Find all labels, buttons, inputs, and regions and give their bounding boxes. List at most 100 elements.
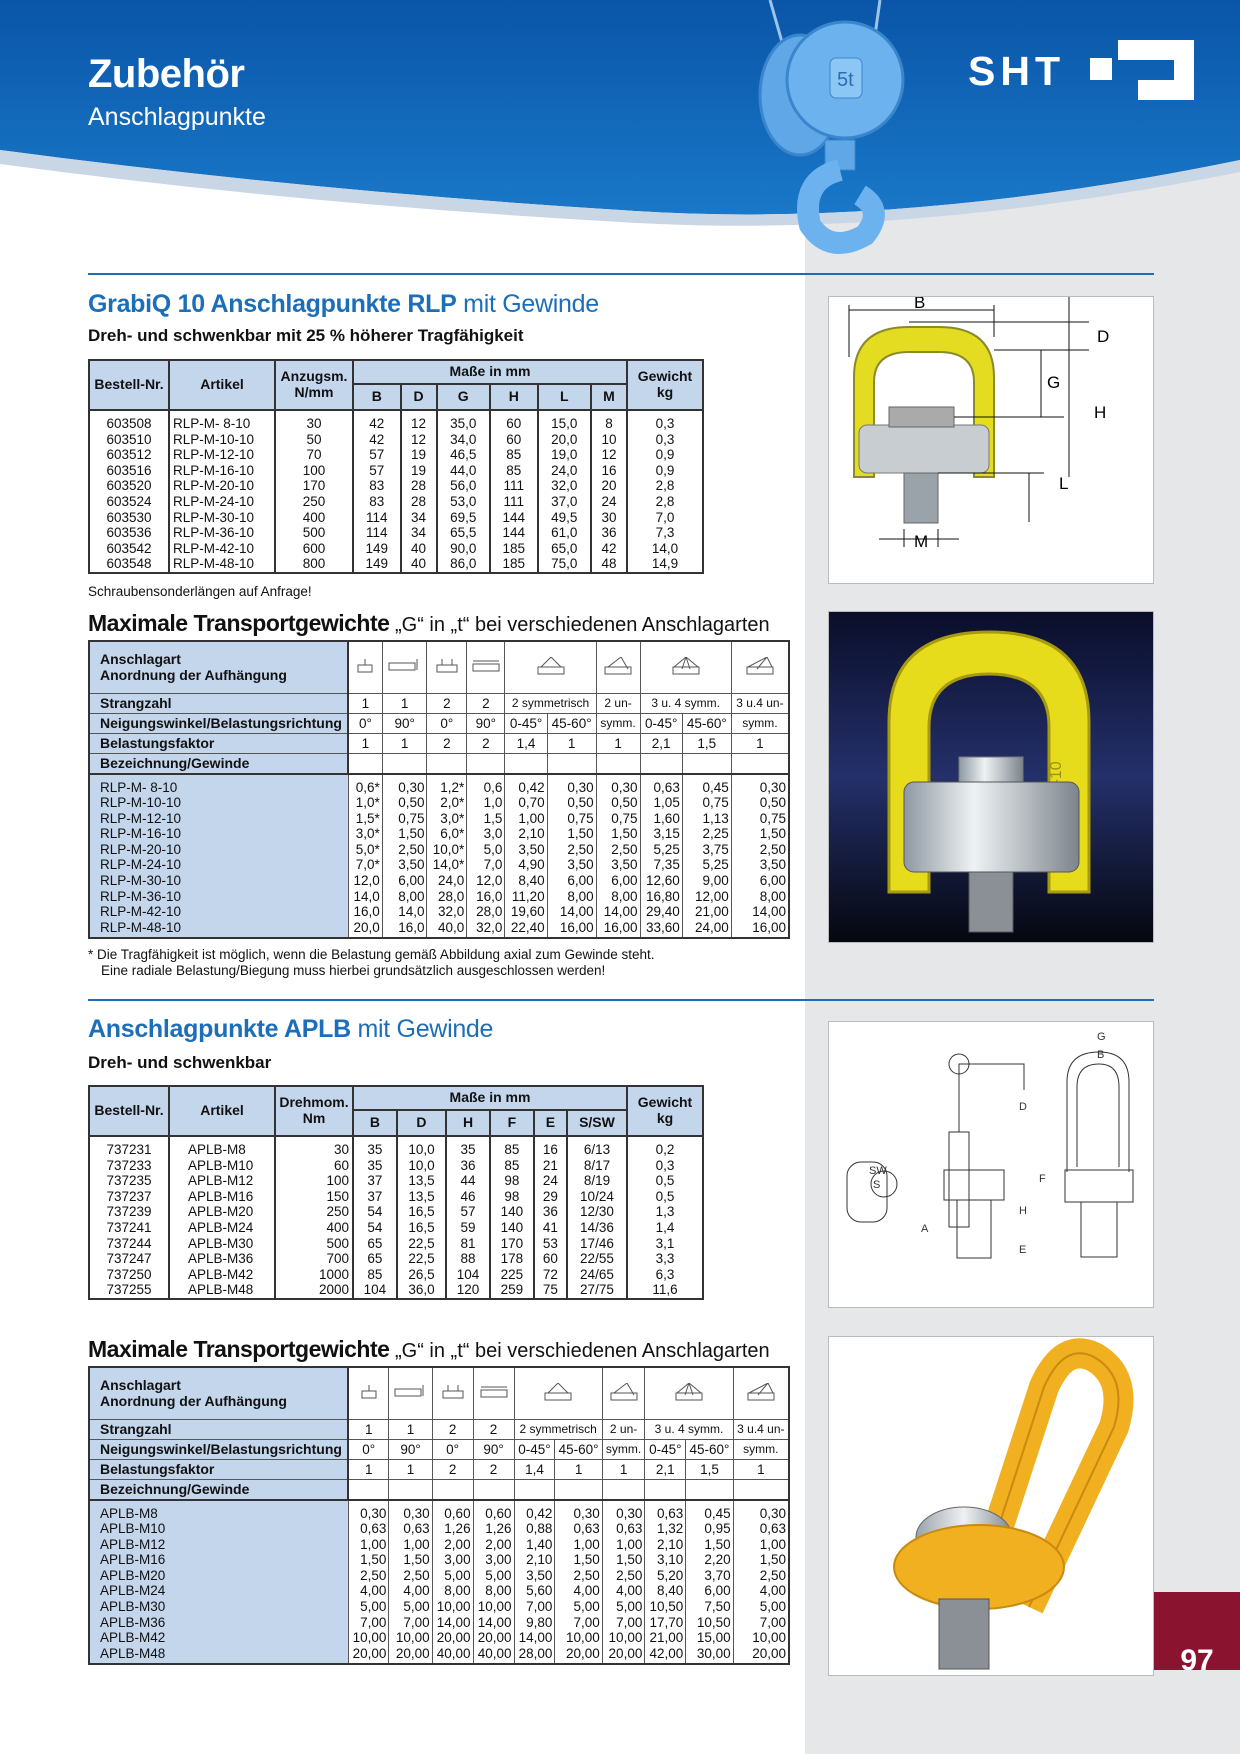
list-value: 1,00	[403, 1536, 430, 1552]
list-value: 54	[367, 1204, 383, 1220]
list-value: 0,50	[611, 795, 638, 811]
svg-text:5t: 5t	[837, 69, 854, 91]
list-value: 3,75	[702, 841, 729, 857]
list-value: APLB-M36	[100, 1614, 166, 1630]
list-value: 0,63	[616, 1521, 643, 1537]
page-title: Zubehör	[88, 52, 245, 96]
svg-text:D: D	[1019, 1101, 1027, 1113]
list-value: 1,50	[403, 1552, 430, 1568]
picto-four-leg-sym-icon	[644, 1366, 734, 1420]
list-value: 14/36	[580, 1219, 614, 1235]
list-value: 0,63	[653, 779, 680, 795]
list-value: 1,50	[616, 1552, 643, 1568]
list-value: 14,0	[398, 904, 425, 920]
list-value: RLP-M- 8-10	[100, 779, 178, 795]
list-value: 500	[302, 525, 326, 541]
list-value: 1,3	[655, 1204, 675, 1220]
list-value: 0,6*	[355, 779, 380, 795]
list-value: 3,50	[759, 857, 786, 873]
list-value: 14,00	[559, 904, 594, 920]
list-value: 0,3	[655, 431, 675, 447]
list-value: 19,60	[510, 904, 545, 920]
list-value: 36	[601, 525, 617, 541]
header-banner: 5t Zubehör Anschlagpunkte SHT	[0, 0, 1240, 254]
list-value: APLB-M30	[188, 1235, 254, 1251]
list-value: 24,00	[694, 919, 729, 935]
list-value: 0,70	[518, 795, 545, 811]
list-value: 104	[456, 1266, 480, 1282]
list-value: 2,0*	[440, 795, 465, 811]
svg-text:A: A	[921, 1223, 929, 1235]
section1-title: GrabiQ 10 Anschlagpunkte RLP mit Gewinde	[88, 290, 599, 318]
list-value: 36	[460, 1157, 476, 1173]
list-value: 6,00	[567, 873, 594, 889]
logo-text: SHT	[968, 48, 1065, 94]
list-value: 170	[302, 478, 326, 494]
list-value: 2,20	[704, 1552, 731, 1568]
list-value: 49,5	[551, 509, 578, 525]
list-value: 10,00	[352, 1630, 387, 1646]
list-value: RLP-M-20-10	[173, 478, 255, 494]
list-value: 1,0	[483, 795, 503, 811]
list-value: 800	[302, 556, 326, 572]
list-value: 1,2*	[440, 779, 465, 795]
list-value: 35	[460, 1142, 476, 1157]
list-value: 40,00	[477, 1645, 512, 1661]
list-value: 5,0*	[355, 841, 380, 857]
list-value: 34	[411, 525, 427, 541]
list-value: 2000	[318, 1282, 349, 1298]
list-value: 0,63	[403, 1521, 430, 1537]
list-value: 1,4	[655, 1219, 675, 1235]
list-value: RLP-M-12-10	[173, 447, 255, 463]
list-value: 2,50	[759, 841, 786, 857]
list-value: 2,00	[485, 1536, 512, 1552]
list-value: 3,0*	[355, 826, 380, 842]
svg-text:B: B	[914, 297, 925, 312]
list-value: 46,5	[450, 447, 477, 463]
list-value: APLB-M48	[188, 1282, 254, 1298]
list-value: 16,0	[398, 919, 425, 935]
list-value: RLP-M-16-10	[173, 462, 255, 478]
list-value: APLB-M24	[188, 1219, 254, 1235]
list-value: 5,00	[444, 1567, 471, 1583]
list-value: 12,60	[646, 873, 680, 889]
list-value: 114	[366, 525, 388, 541]
list-value: 0,63	[759, 1521, 786, 1537]
list-value: 111	[503, 478, 525, 494]
list-value: 54	[367, 1219, 383, 1235]
list-value: 0,5	[655, 1173, 675, 1189]
list-value: 737255	[106, 1282, 152, 1298]
list-value: 1,00	[573, 1536, 600, 1552]
list-value: 30	[333, 1142, 349, 1157]
list-value: 1,13	[702, 810, 729, 826]
list-value: 14,9	[651, 556, 679, 572]
list-value: 1,50	[567, 826, 594, 842]
section-divider-2	[88, 999, 1154, 1001]
crane-hook-illustration: 5t	[758, 0, 905, 254]
list-value: 7,0	[655, 509, 675, 525]
list-value: 57	[460, 1204, 476, 1220]
list-value: RLP-M- 8-10	[173, 416, 251, 431]
list-value: 9,80	[526, 1614, 553, 1630]
list-value: 4,00	[573, 1583, 600, 1599]
list-value: APLB-M16	[100, 1552, 166, 1568]
list-value: 603510	[106, 431, 152, 447]
list-value: 30	[306, 416, 322, 431]
list-value: 250	[326, 1204, 349, 1220]
list-value: 36,0	[408, 1282, 435, 1298]
list-value: 12,0	[353, 873, 380, 889]
list-value: 0,30	[360, 1505, 387, 1521]
logo-mark	[1090, 40, 1194, 100]
list-value: 4,90	[518, 857, 545, 873]
max1-title: Maximale Transportgewichte „G“ in „t“ be…	[88, 610, 770, 636]
list-value: 60	[542, 1251, 558, 1267]
list-value: 8,00	[398, 888, 425, 904]
list-value: 4,00	[403, 1583, 430, 1599]
list-value: 29,40	[646, 904, 680, 920]
list-value: APLB-M8	[188, 1142, 246, 1157]
list-value: APLB-M30	[100, 1599, 166, 1615]
